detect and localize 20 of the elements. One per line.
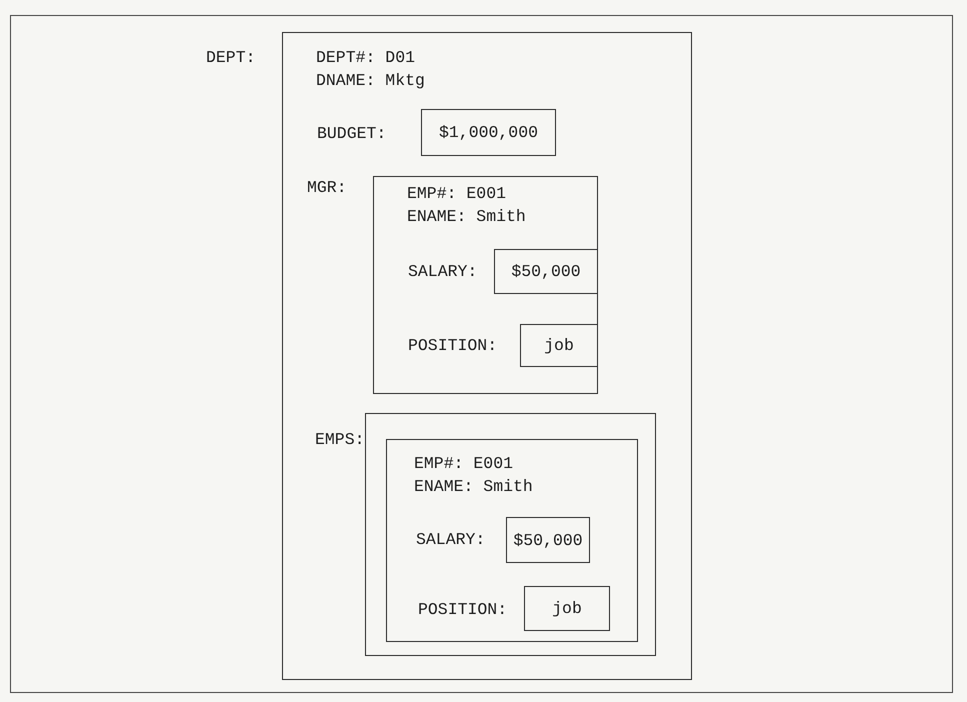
field-label: SALARY: (416, 530, 486, 550)
field-label: BUDGET: (317, 124, 386, 144)
field-value: $1,000,000 (438, 122, 540, 144)
field-label: SALARY: (408, 262, 478, 282)
field-value: job (543, 335, 575, 357)
field-label: EMPS: (315, 430, 365, 450)
field-value: $50,000 (510, 261, 582, 283)
field-text: DNAME: Mktg (316, 71, 425, 91)
field-text: DEPT#: D01 (316, 48, 416, 68)
field-text: ENAME: Smith (407, 207, 526, 227)
field-label: POSITION: (408, 336, 498, 356)
field-label: MGR: (307, 178, 347, 198)
field-label: POSITION: (418, 600, 508, 620)
field-value: $50,000 (512, 530, 584, 552)
field-text: EMP#: E001 (414, 454, 514, 474)
field-text: EMP#: E001 (407, 184, 506, 204)
field-label: DEPT: (206, 48, 256, 68)
field-text: ENAME: Smith (414, 477, 533, 497)
field-value: job (551, 598, 583, 620)
record-box (386, 439, 638, 642)
